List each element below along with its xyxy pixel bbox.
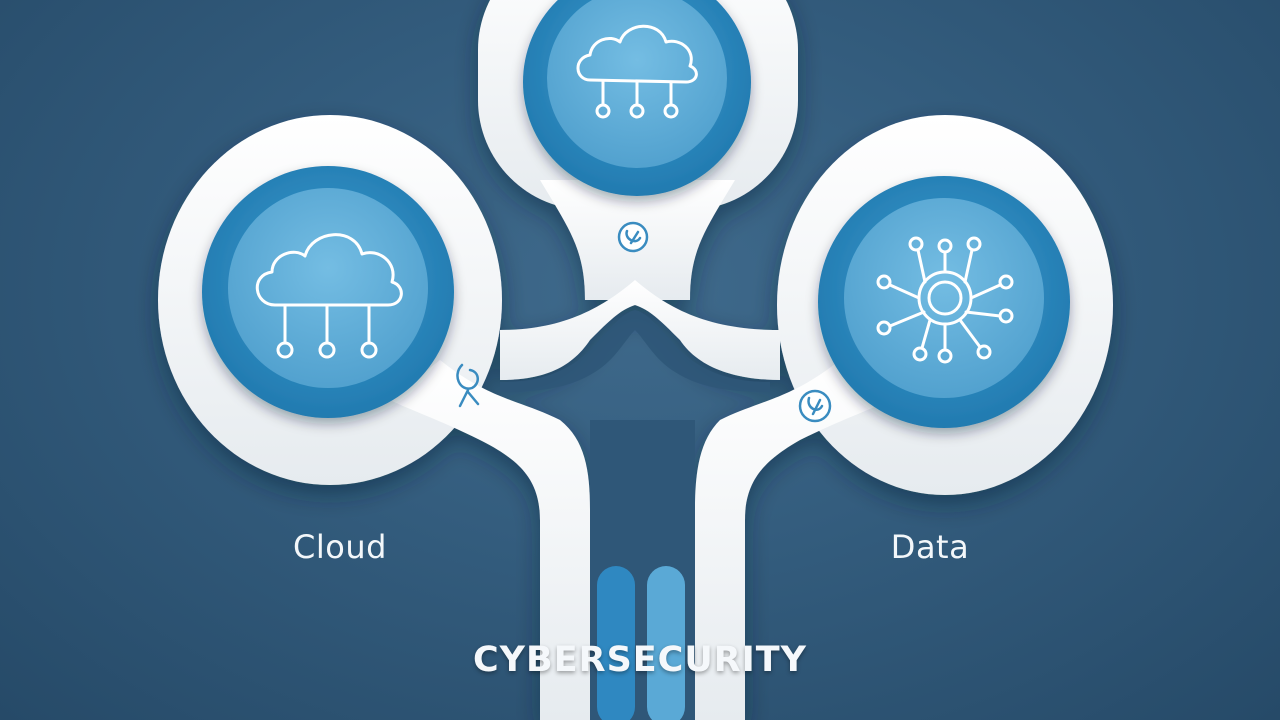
cloud-network-icon [255, 233, 403, 359]
trunk-bars [597, 566, 685, 720]
data-label: Data [890, 528, 970, 566]
trunk-bar-left [597, 566, 635, 720]
top-node [523, 0, 751, 196]
diagram-title: CYBERSECURITY [473, 640, 807, 680]
right-node [818, 176, 1070, 428]
cloud-network-icon [576, 24, 698, 119]
link-badge-icon [456, 363, 480, 408]
link-badge-icon [798, 389, 832, 423]
trunk-bar-right [647, 566, 685, 720]
link-badge-icon [617, 221, 649, 253]
network-hub-icon [876, 236, 1014, 364]
left-node [202, 166, 454, 418]
cloud-label: Cloud [293, 528, 387, 566]
